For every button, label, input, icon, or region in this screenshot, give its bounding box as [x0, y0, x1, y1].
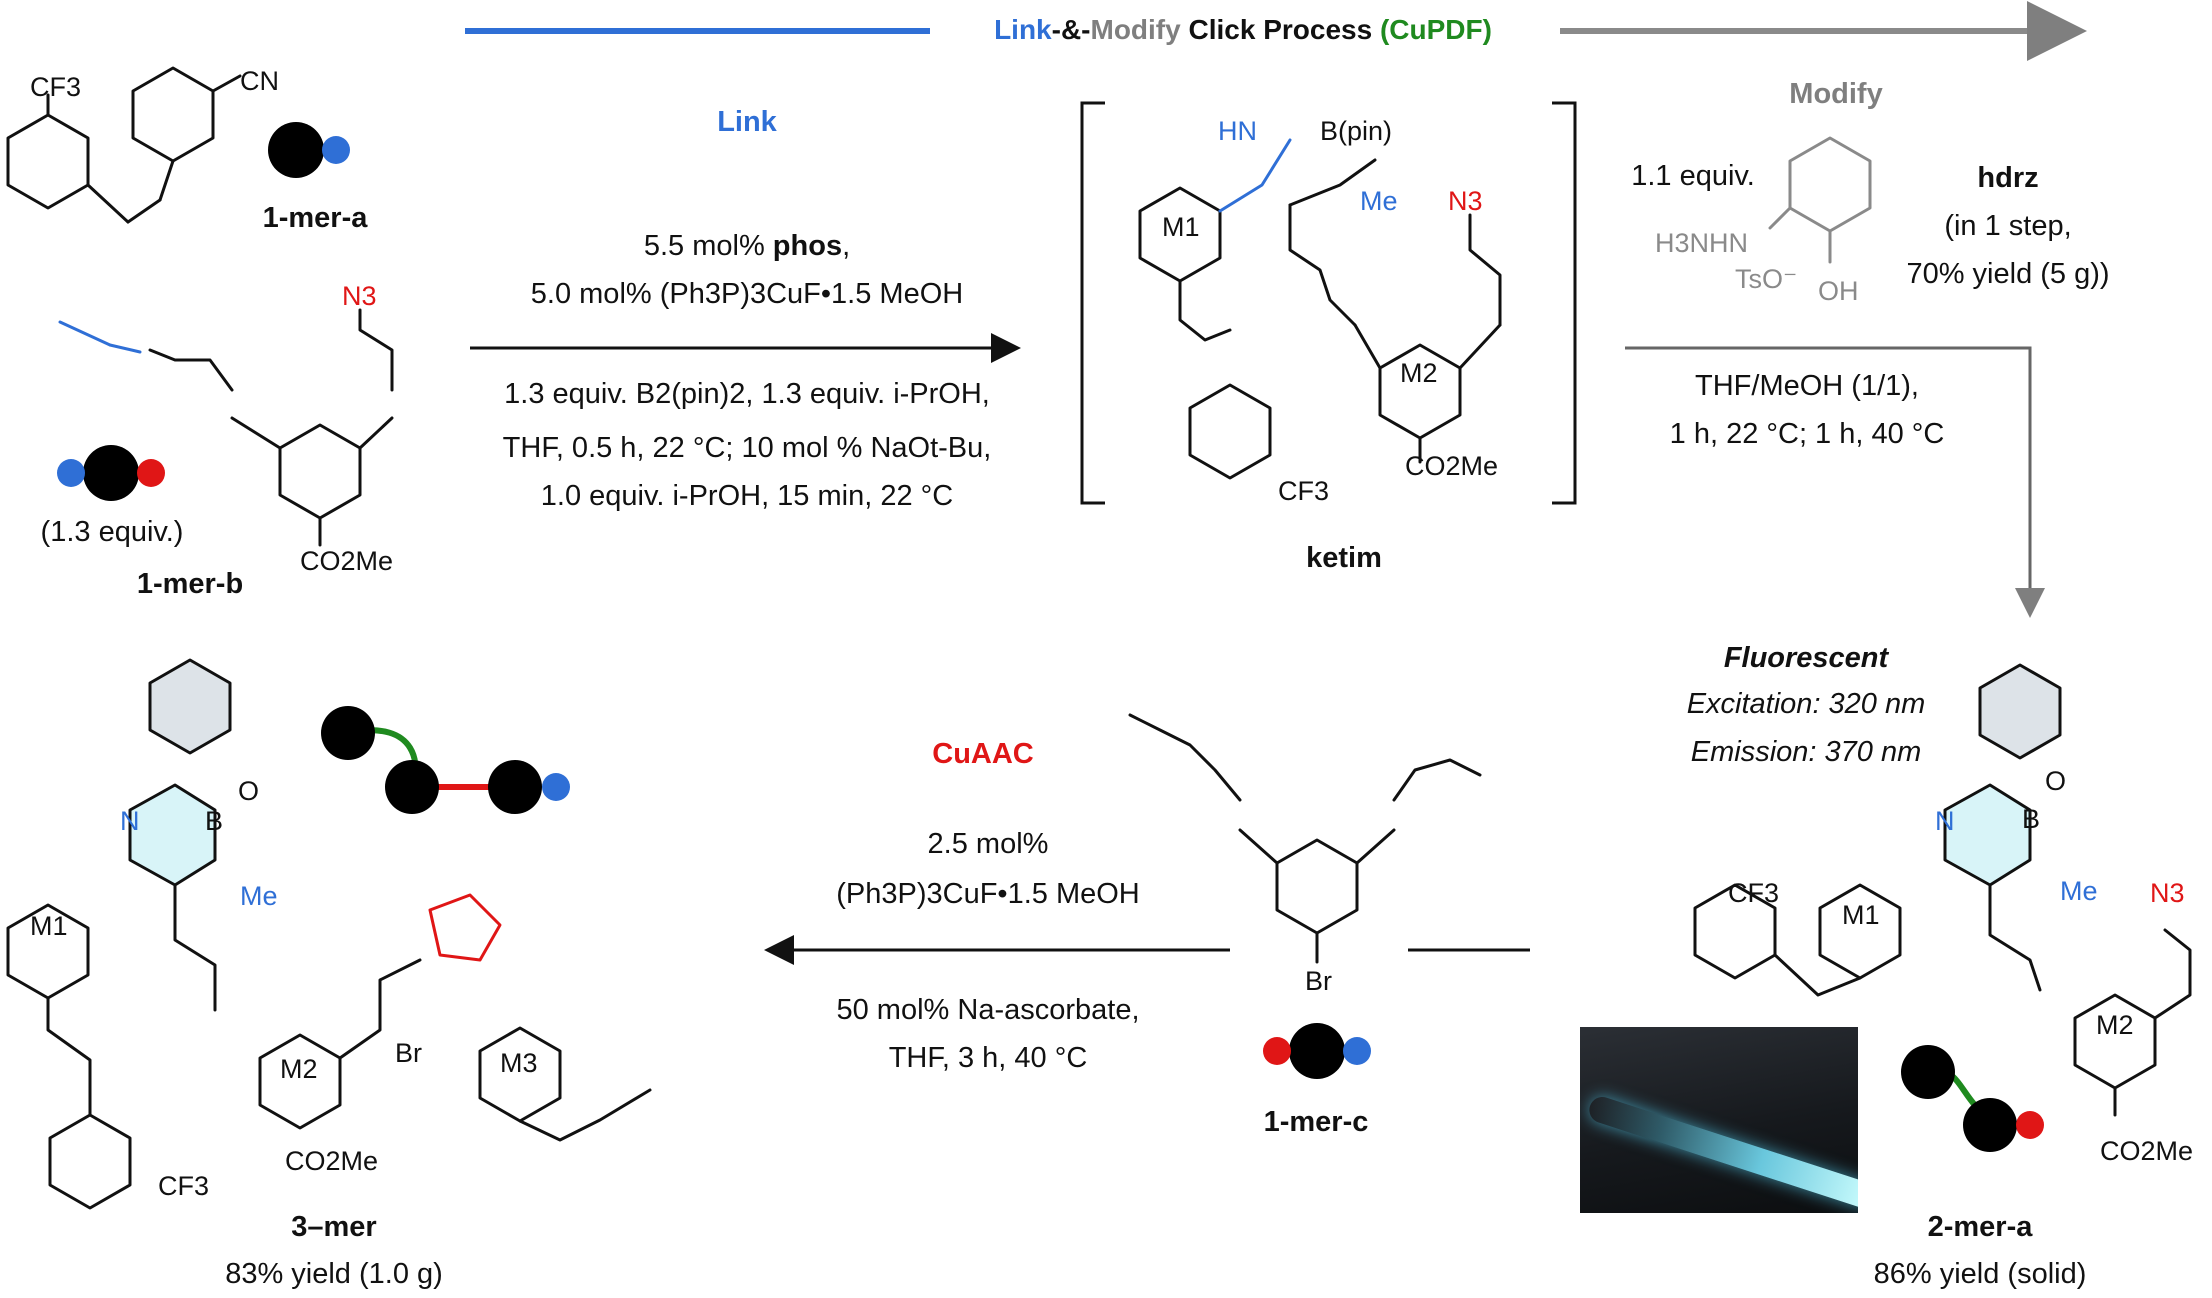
atom-co2me-ketim: CO2Me	[1405, 451, 1498, 481]
modify-label: Modify	[1789, 78, 1883, 110]
header-cupdf: (CuPDF)	[1379, 14, 1492, 45]
label-2mer-a: 2-mer-a	[1927, 1211, 2033, 1243]
cuaac-label: CuAAC	[932, 738, 1034, 770]
atom-n3-1mer-b: N3	[342, 281, 377, 311]
atom-br-3mer: Br	[395, 1038, 422, 1068]
ring-label-m1-2mer: M1	[1842, 900, 1880, 930]
modify-cond-line2: 1 h, 22 °C; 1 h, 40 °C	[1669, 418, 1945, 450]
atom-b-2mer: B	[2022, 804, 2040, 834]
cuaac-cond-line4: THF, 3 h, 40 °C	[888, 1042, 1088, 1074]
atom-cf3-ketim: CF3	[1278, 476, 1329, 506]
monomer-icon-1mer-b	[57, 445, 165, 501]
label-3mer: 3–mer	[291, 1211, 377, 1243]
atom-cf3-1mer-a: CF3	[30, 72, 81, 102]
label-1mer-b-equiv: (1.3 equiv.)	[40, 516, 184, 548]
modify-equiv: 1.1 equiv.	[1631, 160, 1755, 192]
atom-oh-hdrz: OH	[1818, 276, 1859, 306]
ring-label-m2-ketim: M2	[1400, 358, 1438, 388]
fluorescence-photo	[1580, 1027, 1858, 1213]
atom-me-3mer: Me	[240, 881, 278, 911]
header-modify-word: Modify	[1090, 14, 1181, 45]
ring-label-m1-3mer: M1	[30, 911, 68, 941]
atom-o-3mer: O	[238, 776, 259, 806]
structure-3mer	[6, 658, 652, 1210]
monomer-icon-1mer-c	[1263, 1023, 1371, 1079]
emission-text: Emission: 370 nm	[1690, 736, 1922, 768]
atom-o-2mer: O	[2045, 766, 2066, 796]
atom-cf3-3mer: CF3	[158, 1171, 209, 1201]
atom-hn-ketim: HN	[1218, 116, 1257, 146]
atom-me-ketim: Me	[1360, 186, 1398, 216]
atom-n-3mer: N	[120, 806, 140, 836]
yield-2mer-a: 86% yield (solid)	[1873, 1258, 2087, 1290]
fluorescent-tube-glow	[1585, 1093, 1858, 1212]
header-amp: -&-	[1051, 14, 1091, 45]
atom-me-2mer: Me	[2060, 876, 2098, 906]
link-cond-line3: 1.3 equiv. B2(pin)2, 1.3 equiv. i-PrOH,	[504, 378, 990, 410]
structure-ketim	[1138, 138, 1502, 480]
structure-1mer-b	[58, 308, 394, 547]
cuaac-cond-line3: 50 mol% Na-ascorbate,	[836, 994, 1140, 1026]
header-click-process: Click Process	[1180, 14, 1380, 45]
atom-co2me-3mer: CO2Me	[285, 1146, 378, 1176]
label-1mer-a: 1-mer-a	[262, 202, 368, 234]
label-1mer-b: 1-mer-b	[136, 568, 244, 600]
trimer-icon-3mer	[321, 706, 570, 814]
yield-3mer: 83% yield (1.0 g)	[225, 1258, 443, 1290]
modify-cond-line1: THF/MeOH (1/1),	[1695, 370, 1919, 402]
left-bracket	[1080, 101, 1105, 505]
hdrz-note-line2: 70% yield (5 g))	[1906, 258, 2110, 290]
right-bracket	[1552, 101, 1577, 505]
atom-tso-hdrz: TsO⁻	[1735, 264, 1797, 294]
excitation-text: Excitation: 320 nm	[1686, 688, 1926, 720]
link-cond-line4: THF, 0.5 h, 22 °C; 10 mol % NaOt-Bu,	[502, 432, 992, 464]
structure-2mer-a	[1693, 663, 2192, 1117]
link-cond-line1: 5.5 mol% phos,	[643, 230, 851, 262]
atom-cf3-2mer: CF3	[1728, 878, 1779, 908]
structure-1mer-c	[1128, 713, 1482, 964]
atom-cn-1mer-a: CN	[240, 66, 279, 96]
ring-label-m2-3mer: M2	[280, 1054, 318, 1084]
ring-label-m3-3mer: M3	[500, 1048, 538, 1078]
label-ketim: ketim	[1306, 542, 1382, 574]
label-1mer-c: 1-mer-c	[1263, 1106, 1369, 1138]
ring-label-m1-ketim: M1	[1162, 212, 1200, 242]
link-label: Link	[717, 106, 777, 138]
atom-b-3mer: B	[205, 806, 223, 836]
atom-co2me-2mer: CO2Me	[2100, 1136, 2193, 1166]
link-cond-line5: 1.0 equiv. i-PrOH, 15 min, 22 °C	[540, 480, 954, 512]
atom-labels: M1 M2 M1 M2 M1 M2 M3 CF3 CN N3 CO2Me HN …	[30, 66, 2193, 1201]
atom-br-1mer-c: Br	[1305, 966, 1332, 996]
modify-arrow	[1625, 346, 2045, 618]
atom-n3-2mer: N3	[2150, 878, 2185, 908]
structure-hdrz	[1768, 136, 1872, 264]
hdrz-name: hdrz	[1977, 162, 2039, 194]
cuaac-cond-line1: 2.5 mol%	[927, 828, 1049, 860]
atom-n-2mer: N	[1935, 806, 1955, 836]
header-title: Link-&-Modify Click Process (CuPDF)	[994, 16, 1492, 44]
atom-bpin-ketim: B(pin)	[1320, 116, 1392, 146]
ring-label-m2-2mer: M2	[2096, 1010, 2134, 1040]
fluorescent-title: Fluorescent	[1723, 642, 1889, 674]
hdrz-note-line1: (in 1 step,	[1944, 210, 2072, 242]
atom-h3nhn-hdrz: H3NHN	[1655, 228, 1748, 258]
atom-co2me-1mer-b: CO2Me	[300, 546, 393, 576]
link-cond-line2: 5.0 mol% (Ph3P)3CuF•1.5 MeOH	[530, 278, 964, 310]
atom-n3-ketim: N3	[1448, 186, 1483, 216]
monomer-icon-1mer-a	[268, 122, 350, 178]
header-link-word: Link	[994, 14, 1052, 45]
dimer-icon-2mer-a	[1901, 1045, 2044, 1152]
structure-1mer-a	[6, 66, 242, 224]
cuaac-cond-line2: (Ph3P)3CuF•1.5 MeOH	[836, 878, 1140, 910]
